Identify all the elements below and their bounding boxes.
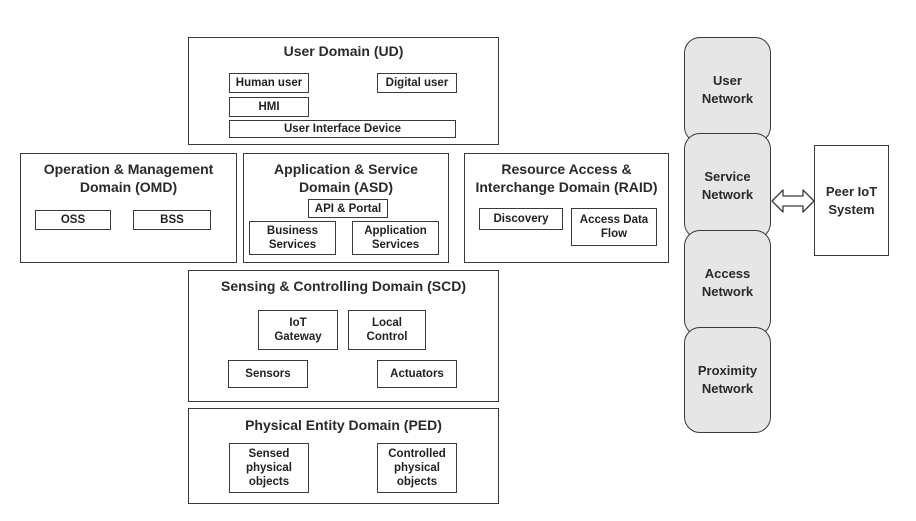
operation-management-domain: Operation & Management Domain (OMD) xyxy=(20,153,237,263)
local-control-box: Local Control xyxy=(348,310,426,350)
access-data-flow-box: Access Data Flow xyxy=(571,208,657,246)
user-network: User Network xyxy=(684,37,771,143)
oss-box: OSS xyxy=(35,210,111,230)
business-services-box: Business Services xyxy=(249,221,336,255)
digital-user-box: Digital user xyxy=(377,73,457,93)
double-arrow-icon xyxy=(771,189,815,213)
omd-title: Operation & Management Domain (OMD) xyxy=(43,161,214,195)
asd-title: Application & Service Domain (ASD) xyxy=(274,161,418,195)
scd-title: Sensing & Controlling Domain (SCD) xyxy=(221,278,466,294)
api-portal-box: API & Portal xyxy=(308,199,388,218)
controlled-physical-objects-box: Controlled physical objects xyxy=(377,443,457,493)
discovery-box: Discovery xyxy=(479,208,563,230)
user-domain-title: User Domain (UD) xyxy=(283,43,404,59)
actuators-box: Actuators xyxy=(377,360,457,388)
raid-title: Resource Access & Interchange Domain (RA… xyxy=(475,161,658,195)
application-services-box: Application Services xyxy=(352,221,439,255)
ped-title: Physical Entity Domain (PED) xyxy=(245,417,442,433)
proximity-network: Proximity Network xyxy=(684,327,771,433)
access-network: Access Network xyxy=(684,230,771,336)
bss-box: BSS xyxy=(133,210,211,230)
service-network: Service Network xyxy=(684,133,771,239)
sensed-physical-objects-box: Sensed physical objects xyxy=(229,443,309,493)
sensors-box: Sensors xyxy=(228,360,308,388)
human-user-box: Human user xyxy=(229,73,309,93)
peer-iot-system: Peer IoT System xyxy=(814,145,889,256)
iot-gateway-box: IoT Gateway xyxy=(258,310,338,350)
hmi-box: HMI xyxy=(229,97,309,117)
user-interface-device-box: User Interface Device xyxy=(229,120,456,138)
